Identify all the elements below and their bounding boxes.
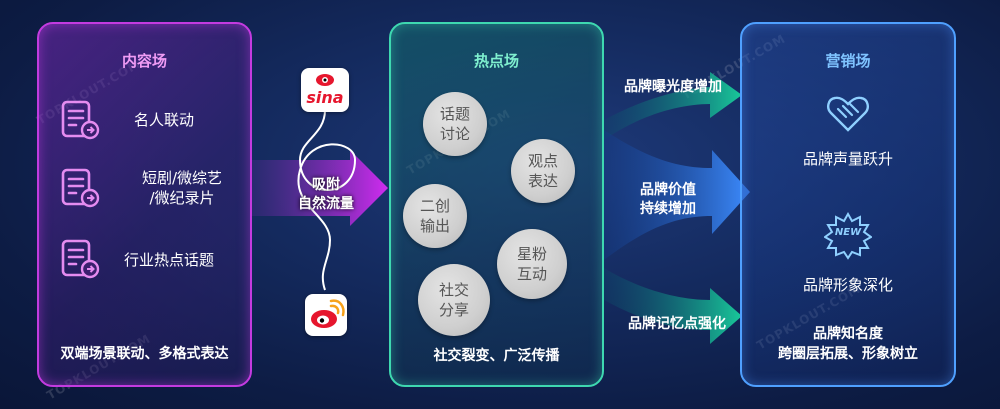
bubble-line1: 话题	[439, 105, 470, 123]
document-arrow-icon	[61, 168, 100, 208]
weibo-logo	[305, 294, 347, 336]
bubble-line2: 输出	[419, 217, 450, 235]
panel-footer: 品牌知名度 跨圈层拓展、形象树立	[742, 324, 954, 364]
content-field-panel: 内容场 名人联动 短剧/微综艺 /微纪录片	[37, 22, 252, 387]
list-item	[59, 167, 101, 209]
bubble-line2: 互动	[516, 265, 547, 283]
hotspot-field-panel: 热点场 话题讨论 观点表达 二创输出 星粉互动 社交分享 社交裂变、广泛传播	[389, 22, 604, 387]
panel-footer: 双端场景联动、多格式表达	[60, 346, 229, 362]
new-badge-text: NEW	[834, 227, 862, 238]
panel-footer: 社交裂变、广泛传播	[433, 348, 560, 364]
list-item	[59, 238, 101, 280]
marketing-item-label: 品牌声量跃升	[802, 150, 893, 168]
topic-bubble: 话题讨论	[423, 92, 487, 156]
connector-label: 吸附 自然流量	[286, 176, 366, 214]
arrow-label-top: 品牌曝光度增加	[624, 79, 722, 95]
topic-bubble: 星粉互动	[497, 229, 567, 299]
label-line-2: /微纪录片	[149, 189, 215, 207]
sina-eye-icon	[316, 74, 334, 86]
panel-footer-line2: 跨圈层拓展、形象树立	[778, 346, 918, 362]
bubble-line1: 星粉	[516, 245, 547, 263]
topic-bubble: 社交分享	[418, 264, 490, 336]
list-item-label: 名人联动	[134, 111, 195, 129]
arrow-label-bottom: 品牌记忆点强化	[628, 316, 726, 332]
connector-label-line1: 吸附	[312, 177, 340, 193]
heart-handshake-icon	[827, 96, 869, 132]
topic-bubble: 观点表达	[511, 139, 575, 203]
connector-loop	[297, 109, 357, 291]
green-top-arrow	[604, 72, 742, 140]
document-arrow-icon	[61, 100, 100, 140]
marketing-field-panel: 营销场 品牌声量跃升 NEW 品牌形象深化 品牌知名度 跨圈层拓展、形象树立	[740, 22, 956, 387]
document-arrow-icon	[61, 239, 100, 279]
bubble-line2: 讨论	[439, 125, 470, 143]
sina-logo-text: sina	[306, 88, 344, 107]
bubble-line1: 观点	[527, 152, 558, 170]
list-item-label: 行业热点话题	[124, 251, 215, 269]
arrow-label-middle-line2: 持续增加	[640, 201, 696, 217]
panel-title: 热点场	[473, 52, 519, 70]
panel-title: 内容场	[121, 52, 167, 70]
connector-label-line2: 自然流量	[298, 196, 354, 212]
marketing-item-label: 品牌形象深化	[802, 276, 893, 294]
bubble-line1: 二创	[419, 197, 450, 215]
weibo-icon	[311, 299, 345, 328]
starburst-icon	[823, 211, 873, 260]
label-line-1: 短剧/微综艺	[141, 169, 223, 187]
topic-bubble: 二创输出	[403, 184, 467, 248]
arrow-label-middle-line1: 品牌价值	[640, 182, 696, 198]
list-item-label: 短剧/微综艺 /微纪录片	[127, 168, 237, 208]
bubble-line2: 表达	[527, 172, 558, 190]
list-item	[59, 99, 101, 141]
sina-logo: sina	[301, 68, 349, 112]
panel-footer-line1: 品牌知名度	[813, 326, 883, 342]
arrow-label-middle: 品牌价值 持续增加	[628, 181, 708, 219]
bubble-line2: 分享	[438, 301, 469, 319]
new-badge-icon: NEW	[823, 211, 873, 260]
blue-middle-arrow	[604, 130, 750, 260]
green-bottom-arrow	[604, 268, 742, 344]
panel-title: 营销场	[825, 52, 871, 70]
bubble-line1: 社交	[438, 281, 469, 299]
